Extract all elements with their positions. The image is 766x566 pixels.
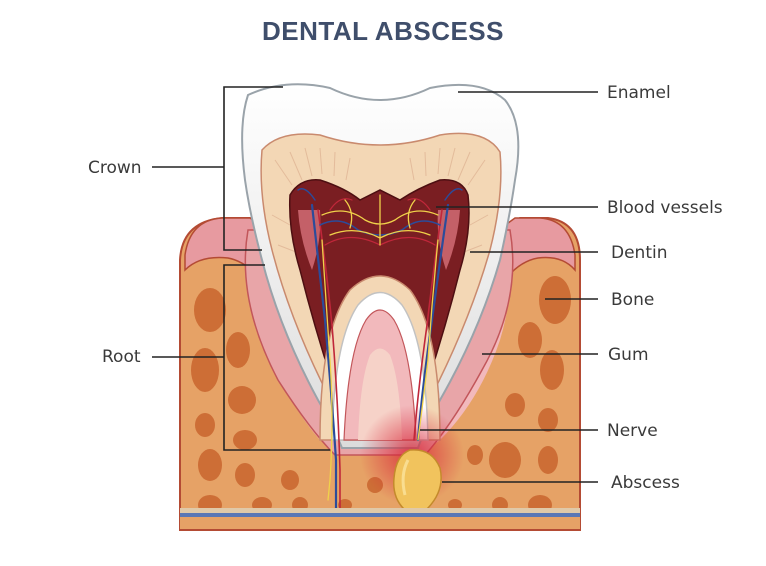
- label-bone: Bone: [611, 290, 654, 310]
- leader-lines: [152, 86, 598, 483]
- label-enamel: Enamel: [607, 83, 671, 103]
- dentin-striations: [271, 147, 489, 253]
- diagram-title: DENTAL ABSCESS: [262, 16, 504, 46]
- label-crown: Crown: [88, 158, 142, 178]
- label-abscess: Abscess: [611, 473, 680, 493]
- label-blood-vessels: Blood vessels: [607, 198, 723, 218]
- label-gum: Gum: [608, 345, 649, 365]
- label-dentin: Dentin: [611, 243, 668, 263]
- label-nerve: Nerve: [607, 421, 658, 441]
- base-stripes: [180, 508, 580, 531]
- nerve-fibers: [321, 194, 439, 501]
- label-root: Root: [102, 347, 141, 367]
